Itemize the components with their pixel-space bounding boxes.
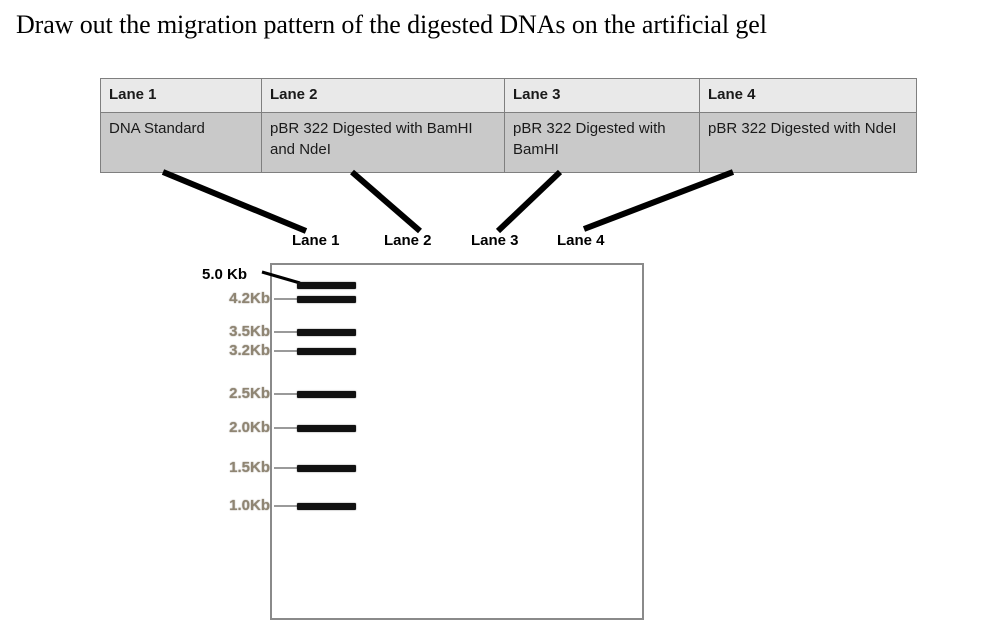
gel-lane-label-2: Lane 2: [384, 232, 432, 249]
dna-band-1-5kb: [297, 465, 356, 472]
dna-band-1kb: [297, 503, 356, 510]
ladder-label: 1.5Kb: [229, 459, 270, 476]
gel-lane-label-1: Lane 1: [292, 232, 340, 249]
table-cell-lane-1-sample: DNA Standard: [100, 112, 262, 173]
gel-lane-label-4: Lane 4: [557, 232, 605, 249]
table-header-lane-1: Lane 1: [100, 78, 262, 113]
ladder-label: 3.5Kb: [229, 323, 270, 340]
table-header-lane-4: Lane 4: [699, 78, 917, 113]
ladder-callout-5kb-label: 5.0 Kb: [202, 266, 248, 283]
ladder-label: 2.0Kb: [229, 419, 270, 436]
table-header-lane-3: Lane 3: [504, 78, 700, 113]
dna-band-3-2kb: [297, 348, 356, 355]
page-title: Draw out the migration pattern of the di…: [16, 10, 767, 39]
connector-line-lane-2: [350, 169, 422, 234]
gel-lane-label-3: Lane 3: [471, 232, 519, 249]
ladder-label: 1.0Kb: [229, 497, 270, 514]
dna-band-4-2kb: [297, 296, 356, 303]
table-cell-lane-2-sample: pBR 322 Digested with BamHI and NdeI: [261, 112, 505, 173]
connector-line-lane-3: [495, 169, 563, 234]
ladder-label: 2.5Kb: [229, 385, 270, 402]
connector-line-lane-1: [161, 169, 308, 234]
dna-band-2kb: [297, 425, 356, 432]
table-cell-lane-4-sample: pBR 322 Digested with NdeI: [699, 112, 917, 173]
gel-box: [270, 263, 644, 620]
lane-description-table: Lane 1 Lane 2 Lane 3 Lane 4 DNA Standard…: [100, 78, 917, 173]
dna-band-2-5kb: [297, 391, 356, 398]
dna-band-5kb: [297, 282, 356, 289]
table-cell-lane-3-sample: pBR 322 Digested with BamHI: [504, 112, 700, 173]
dna-band-3-5kb: [297, 329, 356, 336]
table-header-lane-2: Lane 2: [261, 78, 505, 113]
table-row: DNA Standard pBR 322 Digested with BamHI…: [100, 112, 917, 173]
connector-line-lane-4: [582, 169, 735, 232]
ladder-label: 4.2Kb: [229, 290, 270, 307]
table-header-row: Lane 1 Lane 2 Lane 3 Lane 4: [100, 78, 917, 113]
ladder-label: 3.2Kb: [229, 342, 270, 359]
